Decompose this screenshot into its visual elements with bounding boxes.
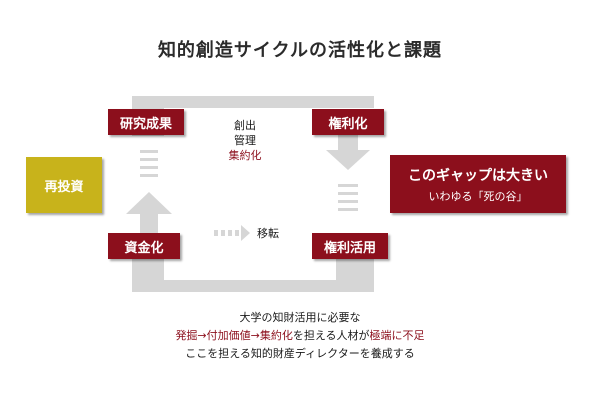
create-label: 創出 (234, 119, 256, 132)
reinvestment-box: 再投資 (26, 157, 102, 213)
caption-line-3: ここを担える知的財産ディレクターを養成する (185, 347, 415, 360)
caption-shortage: 極端に不足 (369, 329, 425, 342)
frame-left-dash (140, 174, 158, 177)
frame-bottom-band (132, 280, 374, 292)
transfer-label: 移転 (257, 227, 279, 240)
frame-left-dash (140, 150, 158, 153)
frame-right-arrow-head (326, 150, 370, 170)
frame-right-dash (338, 208, 358, 211)
frame-right-band (336, 96, 374, 108)
caption-line-2: 発掘→付加価値→集約化を担える人材が極端に不足 (0, 327, 600, 345)
funding-box: 資金化 (108, 233, 180, 259)
frame-right-lower-band (336, 254, 374, 292)
frame-right-dash (338, 200, 358, 203)
frame-top-band (132, 96, 374, 108)
caption-middle: を担える人材が (292, 329, 370, 342)
frame-left-lower-band (132, 254, 164, 292)
center-labels: 創出 管理 集約化 (215, 118, 275, 163)
patenting-box: 権利化 (312, 109, 384, 135)
frame-left-dash (140, 166, 158, 169)
gap-sub-text: いわゆる「死の谷」 (428, 189, 528, 203)
gap-main-text: このギャップは大きい (408, 167, 548, 184)
transfer-arrow (214, 225, 250, 241)
aggregate-label: 集約化 (228, 149, 262, 162)
research-results-box: 研究成果 (108, 109, 184, 135)
diagram-title: 知的創造サイクルの活性化と課題 (157, 40, 443, 61)
manage-label: 管理 (234, 134, 256, 147)
frame-left-dash (140, 158, 158, 161)
frame-right-dash (338, 184, 358, 187)
caption-process: 発掘→付加価値→集約化 (175, 329, 293, 342)
frame-right-arrow-shaft (338, 130, 358, 152)
rights-utilization-box: 権利活用 (312, 233, 388, 259)
death-valley-box: このギャップは大きい いわゆる「死の谷」 (390, 155, 566, 213)
bottom-caption: 大学の知財活用に必要な 発掘→付加価値→集約化を担える人材が極端に不足 ここを担… (0, 309, 600, 363)
frame-right-dash (338, 192, 358, 195)
frame-left-arrow-head (126, 192, 172, 214)
frame-left-arrow-shaft (140, 210, 158, 234)
caption-line-1: 大学の知財活用に必要な (239, 311, 361, 324)
